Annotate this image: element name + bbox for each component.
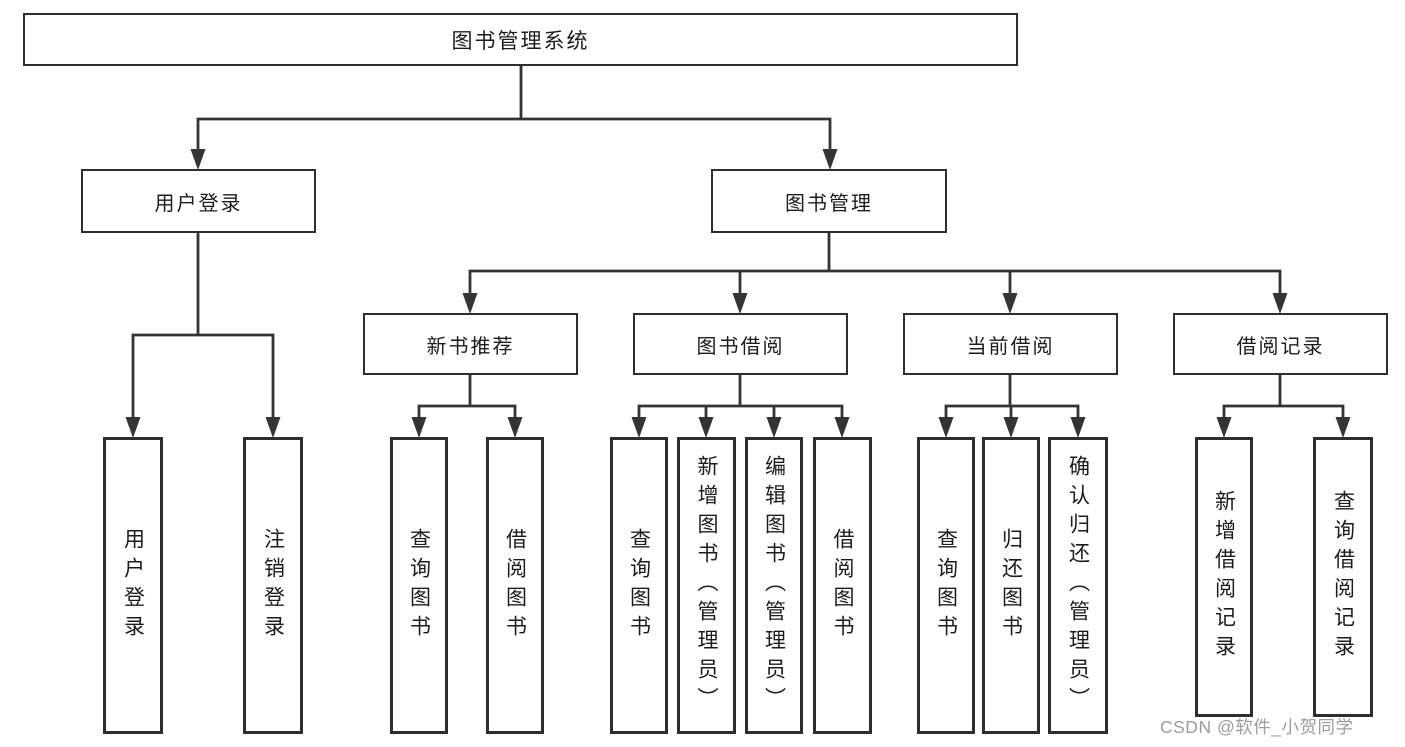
csdn-watermark: CSDN @软件_小贺同学: [1160, 717, 1354, 737]
node-label: 用户登录: [154, 192, 243, 215]
leaf-query-borrow-record: 查询借阅记录: [1313, 437, 1373, 717]
node-book-borrowing: 图书借阅: [633, 313, 848, 375]
leaf-query-books-3: 查询图书: [917, 437, 975, 734]
leaf-add-borrow-record: 新增借阅记录: [1195, 437, 1253, 717]
leaf-add-books-admin: 新增图书（管理员）: [677, 437, 736, 734]
node-label: 借阅记录: [1236, 335, 1325, 358]
node-book-management: 图书管理: [711, 169, 947, 233]
node-label: 借阅图书: [831, 527, 854, 644]
node-label: 注销登录: [261, 527, 285, 644]
leaf-borrow-books-2: 借阅图书: [813, 437, 872, 734]
node-new-book-recommend: 新书推荐: [363, 313, 578, 375]
node-label: 归还图书: [999, 527, 1023, 644]
node-label: 图书管理: [785, 192, 873, 215]
node-label: 用户登录: [121, 527, 145, 644]
node-label: 图书借阅: [696, 335, 785, 358]
leaf-user-login: 用户登录: [103, 437, 163, 734]
node-user-login: 用户登录: [81, 169, 316, 233]
node-label: 借阅图书: [503, 527, 527, 644]
node-library-management-system: 图书管理系统: [23, 13, 1018, 66]
arrowhead-icons: [125, 149, 1351, 438]
node-label: 查询图书: [934, 527, 958, 644]
node-current-borrowing: 当前借阅: [903, 313, 1118, 375]
node-label: 新书推荐: [426, 335, 515, 358]
node-label: 确认归还（管理员）: [1066, 455, 1090, 716]
node-label: 新增图书（管理员）: [695, 455, 718, 716]
leaf-edit-books-admin: 编辑图书（管理员）: [745, 437, 803, 734]
node-label: 编辑图书（管理员）: [762, 455, 786, 716]
leaf-query-books-1: 查询图书: [390, 437, 448, 734]
leaf-return-books: 归还图书: [982, 437, 1040, 734]
node-label: 查询借阅记录: [1331, 490, 1355, 664]
node-label: 当前借阅: [966, 335, 1055, 358]
node-label: 查询图书: [407, 527, 431, 644]
node-borrowing-records: 借阅记录: [1173, 313, 1388, 375]
leaf-query-books-2: 查询图书: [610, 437, 668, 734]
leaf-logout: 注销登录: [243, 437, 303, 734]
leaf-borrow-books-1: 借阅图书: [486, 437, 544, 734]
node-label: 图书管理系统: [451, 29, 590, 53]
leaf-confirm-return-admin: 确认归还（管理员）: [1048, 437, 1108, 734]
node-label: 查询图书: [627, 527, 651, 644]
node-label: 新增借阅记录: [1212, 490, 1236, 664]
